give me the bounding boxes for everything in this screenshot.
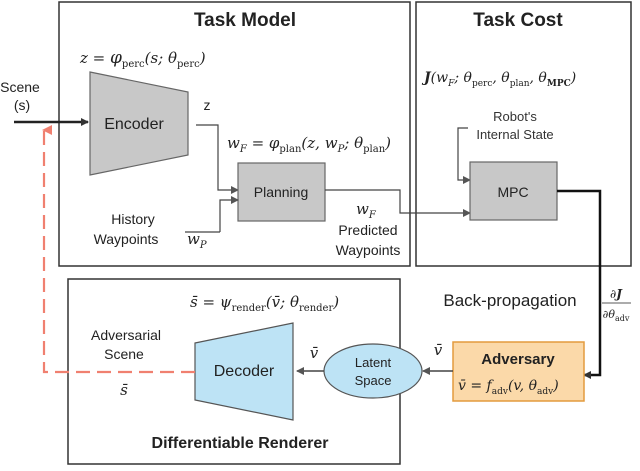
gradient-label: ∂J ∂θadv: [602, 287, 631, 323]
sbar-label: s̄: [120, 381, 128, 399]
predicted-label-line2: Waypoints: [336, 242, 401, 258]
adversary-label: Adversary: [481, 351, 555, 368]
task-model-panel: [58, 1, 411, 267]
latent-label-line2: Space: [355, 373, 392, 388]
backprop-label: Back-propagation: [443, 291, 576, 310]
history-label-line2: Waypoints: [94, 231, 159, 247]
svg-text:z = φperc(s; θperc): z = φperc(s; θperc): [79, 48, 206, 70]
history-to-planning-arrow: [219, 196, 239, 232]
svg-text:s̄ = ψrender(v̄; θrender): s̄ = ψrender(v̄; θrender): [190, 293, 339, 314]
scene-symbol: (s): [14, 97, 30, 113]
robot-state-label-line2: Internal State: [476, 127, 553, 142]
task-cost-title: Task Cost: [473, 10, 563, 31]
history-label: History: [111, 211, 155, 227]
planning-equation: wF = φplan(z, wP; θplan): [227, 134, 391, 155]
planning-block: [237, 162, 326, 222]
svg-text:wF = φplan(z, wP; θplan): wF = φplan(z, wP; θplan): [227, 134, 391, 155]
wp-symbol: wP: [187, 230, 207, 251]
scene-label: Scene: [0, 79, 40, 95]
mpc-label: MPC: [497, 184, 528, 200]
render-equation: s̄ = ψrender(v̄; θrender): [190, 293, 339, 314]
wf-symbol: wF: [356, 200, 377, 221]
decoder-block: [194, 322, 294, 421]
svg-text:J(wF; θperc, θplan, θMPC): J(wF; θperc, θplan, θMPC): [421, 70, 576, 89]
task-cost-panel: [415, 1, 632, 267]
svg-text:wF: wF: [356, 200, 377, 221]
planning-label: Planning: [254, 184, 309, 200]
predicted-label: Predicted: [338, 222, 397, 238]
renderer-title: Differentiable Renderer: [152, 435, 329, 452]
encoder-label: Encoder: [104, 116, 164, 133]
svg-text:wP: wP: [187, 230, 207, 251]
backprop-arrow: [557, 189, 602, 379]
svg-text:v̄ = fadv(v, θadv): v̄ = fadv(v, θadv): [458, 378, 559, 397]
encoder-block: [89, 71, 189, 176]
vbar-label-right: v̄: [434, 341, 443, 359]
z-label: z: [204, 97, 211, 113]
z-to-planning-arrow: [196, 124, 239, 194]
robot-state-label: Robot's: [493, 109, 537, 124]
vbar-label-left: v̄: [310, 344, 319, 362]
decoder-label: Decoder: [214, 363, 275, 380]
adversary-equation: v̄ = fadv(v, θadv): [458, 378, 559, 397]
state-to-mpc-arrow: [457, 127, 471, 184]
latent-space-node: [323, 343, 423, 399]
task-model-title: Task Model: [194, 10, 296, 31]
feedback-loop-arrow: [42, 125, 195, 374]
latent-label: Latent: [355, 355, 392, 370]
adversary-block: [452, 341, 585, 402]
planning-to-mpc-arrow: [325, 189, 471, 217]
cost-equation: J(wF; θperc, θplan, θMPC): [421, 70, 576, 89]
svg-text:∂θadv: ∂θadv: [603, 308, 630, 323]
adv-scene-label-line2: Scene: [104, 346, 144, 362]
adv-scene-label: Adversarial: [91, 327, 161, 343]
svg-text:∂J: ∂J: [610, 287, 623, 301]
perception-equation: z = φperc(s; θperc): [79, 48, 206, 70]
